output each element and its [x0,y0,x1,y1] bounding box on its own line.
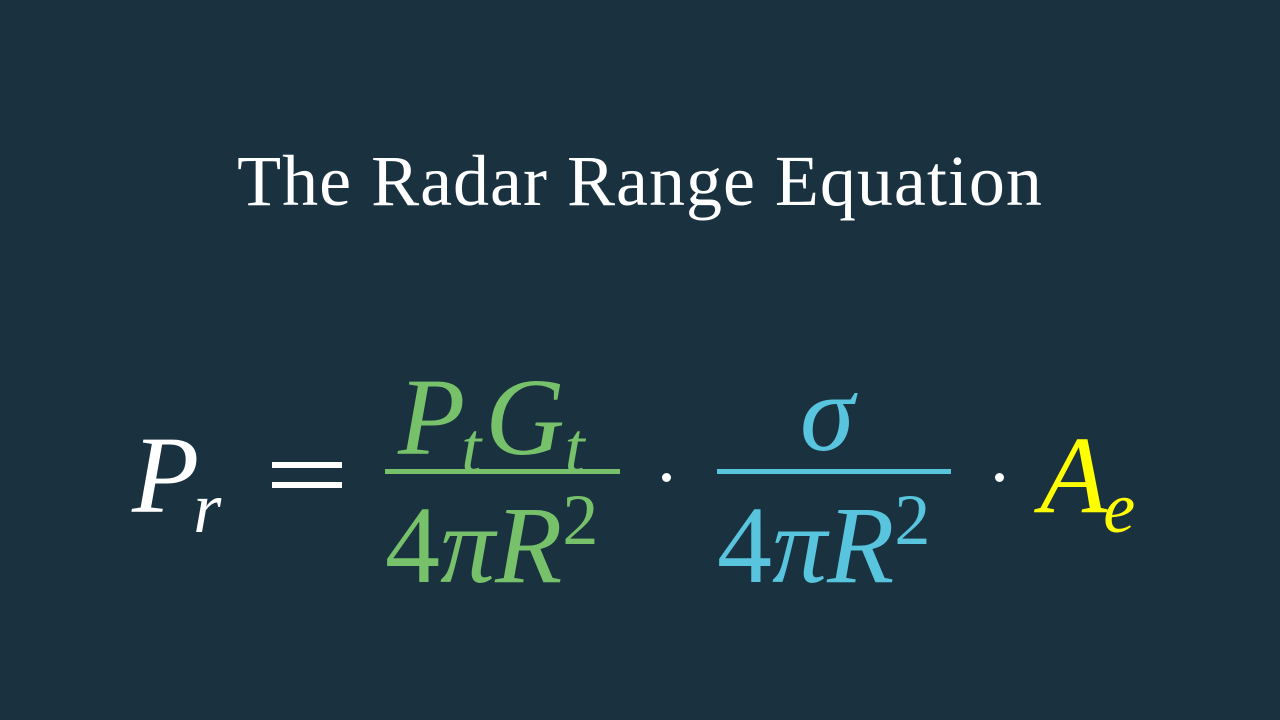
term2-coef: 4 [717,484,772,606]
term3: Ae [1040,420,1139,548]
term3-symbol: A [1040,414,1108,536]
equals-sign-top [272,462,342,468]
multiply-dot-2 [995,473,1004,482]
equals-sign-bottom [272,482,342,488]
term2-exp: 2 [894,480,931,560]
term1-fraction-bar [385,469,620,474]
term1-g-sub: t [564,408,585,488]
term2-denominator: 4πR2 [717,480,930,600]
multiply-dot-1 [662,473,671,482]
term1-numerator: PtGt [398,362,585,488]
term3-subscript: e [1103,468,1136,548]
term1-p: P [398,356,466,478]
term1-pi: π [440,484,496,606]
term2-pi: π [772,484,828,606]
term1-p-sub: t [461,408,482,488]
term2-r: R [827,484,895,606]
term2-numerator: σ [800,352,855,474]
equation-lhs: Pr [132,420,227,548]
term1-coef: 4 [385,484,440,606]
lhs-symbol: P [132,414,200,536]
term1-exp: 2 [562,480,599,560]
page-title: The Radar Range Equation [237,141,1043,221]
term1-denominator: 4πR2 [385,480,598,600]
term2-fraction-bar [717,469,951,474]
lhs-subscript: r [193,468,222,548]
term1-g: G [485,356,565,478]
term1-r: R [495,484,563,606]
